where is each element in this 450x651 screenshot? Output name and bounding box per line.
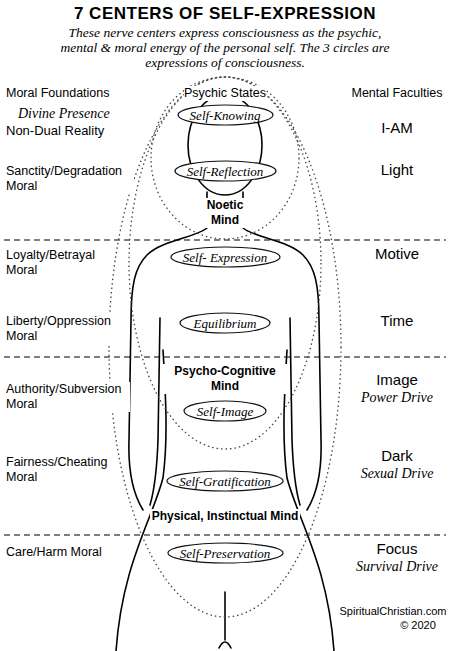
center-label: Self-Reflection [187,164,264,179]
center-label: Self-Knowing [190,108,261,123]
mind-label: Noetic Mind [193,198,257,228]
center-oval: Self-Reflection [174,160,277,182]
drive-label-holder: Sexual Drive [361,466,434,481]
center-oval: Self-Gratification [166,470,284,492]
faculty-label-holder: Motive [375,246,419,261]
drive-label-holder: Survival Drive [356,559,438,574]
oval-shape [180,313,270,333]
center-oval: Self-Image [183,400,267,422]
right-arm-inner [290,318,300,505]
divider-line [4,356,446,357]
moral-label-holder: Loyalty/Betrayal Moral [6,248,106,278]
center-oval: Self-Preservation [167,542,284,564]
oval-shape [178,105,273,125]
center-label: Self- Expression [183,250,267,265]
website-credit-holder: SpiritualChristian.com [340,604,447,619]
column-header: Psychic States [184,86,266,101]
mind-ellipse: Self-KnowingSelf-ReflectionNoetic MindSe… [128,76,322,450]
faculty-label-holder: Image [376,372,418,387]
oval-shape [175,161,276,181]
moral-label: Liberty/Oppression Moral [6,314,122,344]
moral-label-holder: Liberty/Oppression Moral [6,314,122,344]
faculty-label-holder: Dark [381,448,413,463]
copyright-note-holder: © 2020 [400,618,436,633]
oval-shape [171,247,280,267]
column-header-holder: Mental Faculties [351,86,442,101]
mind-label: Physical, Instinctual Mind [150,509,301,524]
center-oval: Equilibrium [179,312,271,334]
center-label: Self-Preservation [180,546,271,561]
title-holder: 7 CENTERS OF SELF-EXPRESSION [74,4,376,24]
section-dividers [4,240,446,535]
faculty-label: I-AM [381,120,413,135]
column-header: Moral Foundations [6,86,110,101]
faculty-label: Motive [375,246,419,261]
faculty-label: Image [376,372,418,387]
copyright-note: © 2020 [400,618,436,633]
drive-label: Power Drive [361,390,433,405]
body-crease [219,592,231,648]
subtitle-holder: These nerve centers express consciousnes… [60,25,390,70]
column-header: Mental Faculties [351,86,442,101]
faculty-label: Light [381,162,414,177]
moral-label-holder: Care/Harm Moral [6,545,102,560]
faculty-label-holder: Focus [377,541,418,556]
dotted-ellipse-shape [129,77,321,449]
dotted-ellipse-shape [109,77,341,617]
dotted-ellipse-shape [151,77,299,239]
column-header-holder: Psychic States [184,86,266,101]
website-credit: SpiritualChristian.com [340,604,447,619]
left-arm-inner [150,318,160,505]
moral-label: Sanctity/Degradation Moral [6,164,134,194]
faculty-label: Dark [381,448,413,463]
center-oval: Self- Expression [170,246,281,268]
moral-label-holder: Authority/Subversion Moral [6,382,130,412]
faculty-label-holder: Light [381,162,414,177]
moral-label: Fairness/Cheating Moral [6,455,114,485]
body-outline [116,95,334,651]
center-label: Equilibrium [194,316,257,331]
right-torso [284,350,334,651]
faculty-label: Time [381,313,414,328]
subtitle: These nerve centers express consciousnes… [60,25,390,70]
drive-label: Sexual Drive [361,466,434,481]
oval-shape [167,471,283,491]
moral-label: Care/Harm Moral [6,545,102,560]
moral-label-holder: Sanctity/Degradation Moral [6,164,134,194]
moral-label-holder: Non-Dual Reality [6,123,104,138]
center-label: Self-Gratification [179,474,271,489]
moral-label: Divine Presence [18,106,110,121]
moral-label: Non-Dual Reality [6,123,104,138]
center-label: Self-Image [197,404,253,419]
center-oval: Self-Knowing [177,104,274,126]
oval-shape [184,401,266,421]
oval-shape [168,543,283,563]
column-header-holder: Moral Foundations [6,86,110,101]
faculty-label-holder: I-AM [381,120,413,135]
moral-label-holder: Divine Presence [18,106,110,121]
moral-label-holder: Fairness/Cheating Moral [6,455,114,485]
moral-label: Authority/Subversion Moral [6,382,130,412]
moral-label: Loyalty/Betrayal Moral [6,248,106,278]
divider-line [4,534,446,535]
diagram-title: 7 CENTERS OF SELF-EXPRESSION [74,4,376,24]
faculty-label: Focus [377,541,418,556]
faculty-label-holder: Time [381,313,414,328]
drive-label-holder: Power Drive [361,390,433,405]
dotted-ellipse [108,76,342,618]
mind-ellipse: Self-KnowingSelf-ReflectionNoetic MindSe… [108,76,342,618]
drive-label: Survival Drive [356,559,438,574]
mind-label: Psycho-Cognitive Mind [163,364,287,394]
